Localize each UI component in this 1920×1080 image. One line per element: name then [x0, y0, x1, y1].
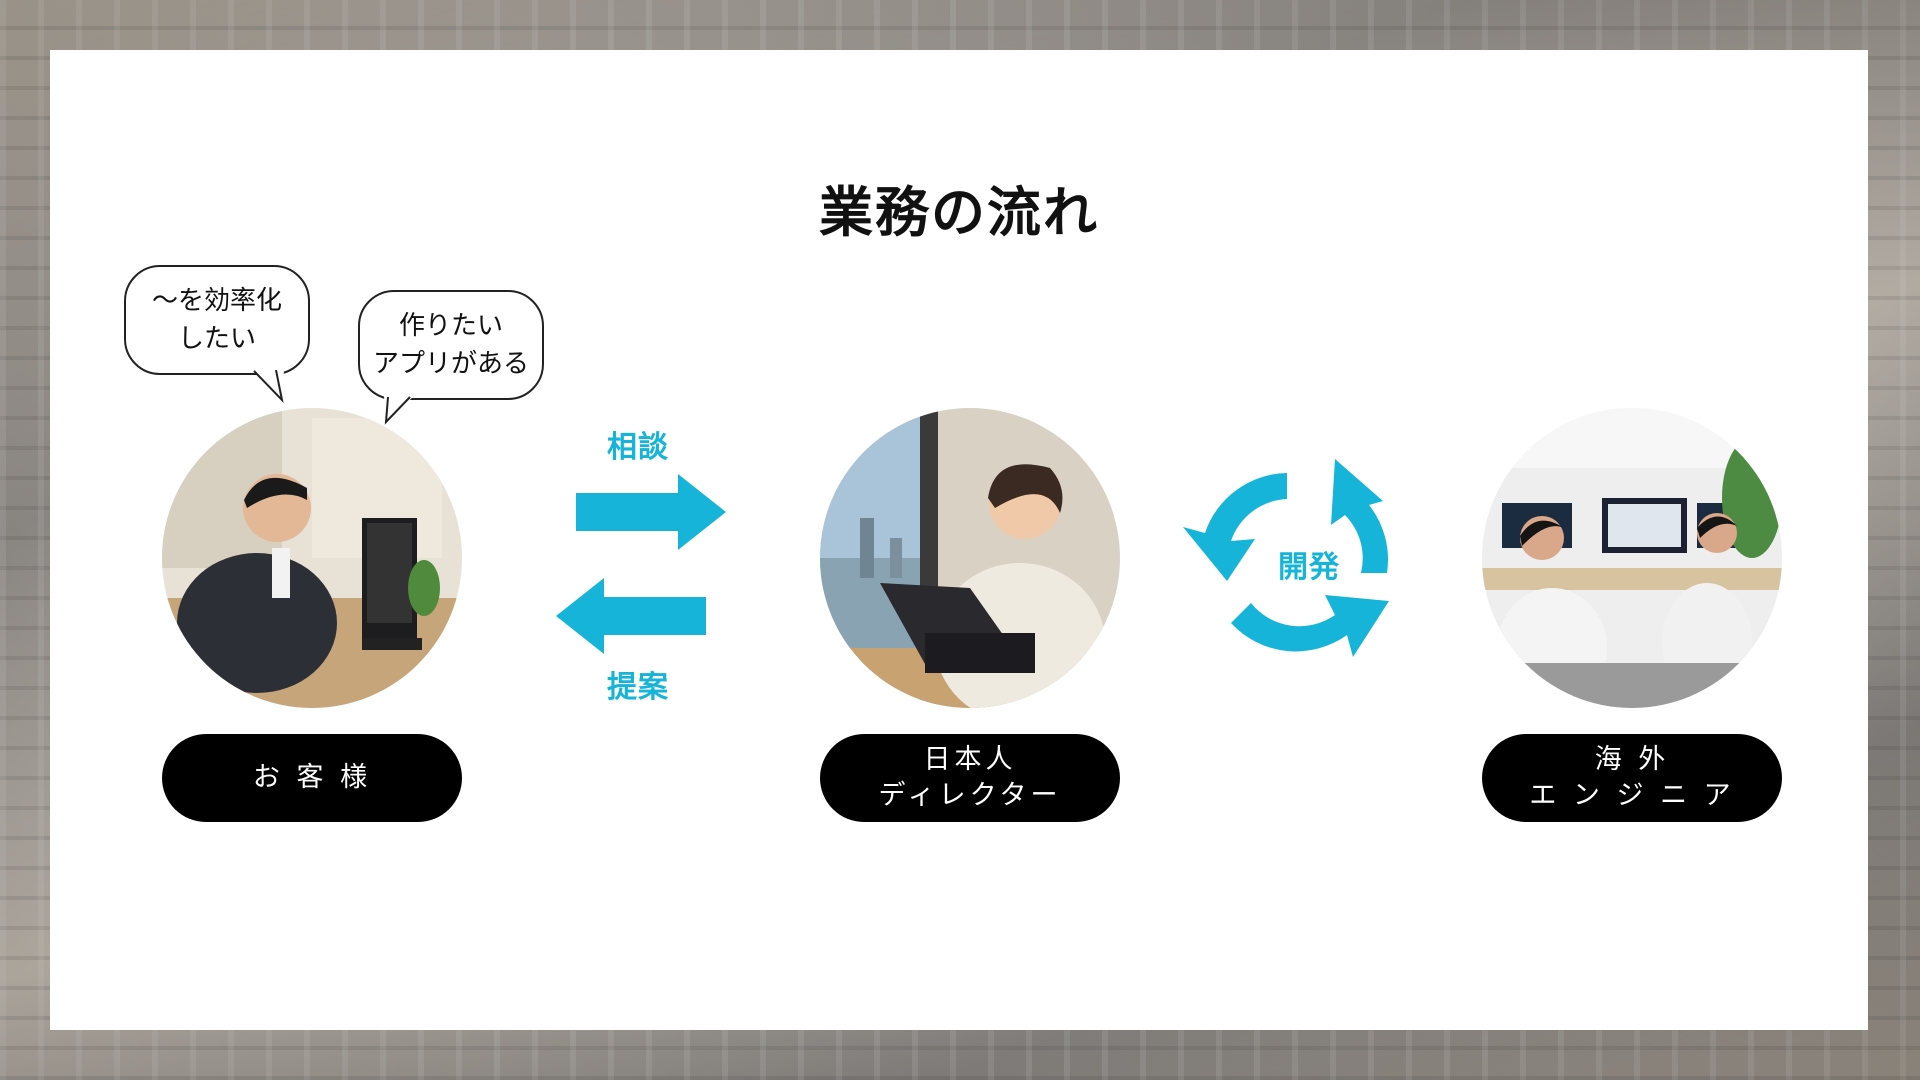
slide-card: 業務の流れ 〜を効率化 したい 作りたい アプリがある	[50, 50, 1868, 1030]
director-pill: 日本人 ディレクター	[820, 734, 1120, 822]
engineer-pill: 海 外 エ ン ジ ニ ア	[1482, 734, 1782, 822]
pill-line: お 客 様	[253, 760, 371, 796]
bubble-line: アプリがある	[360, 345, 542, 383]
pill-line: ディレクター	[878, 778, 1061, 814]
speech-bubble-tail	[380, 396, 420, 426]
bubble-line: 〜を効率化	[126, 282, 308, 320]
left-arrow-icon	[556, 578, 706, 654]
page-title: 業務の流れ	[50, 168, 1868, 247]
speech-bubble-efficiency: 〜を効率化 したい	[124, 265, 310, 375]
engineers-photo	[1482, 408, 1782, 708]
bubble-line: したい	[126, 320, 308, 358]
speech-bubble-app-idea: 作りたい アプリがある	[358, 290, 544, 400]
director-photo	[820, 408, 1120, 708]
customer-photo	[162, 408, 462, 708]
speech-bubble-tail	[250, 370, 290, 404]
develop-label: 開発	[1278, 542, 1340, 586]
pill-line: 日本人	[924, 742, 1017, 778]
bubble-line: 作りたい	[360, 307, 542, 345]
customer-pill: お 客 様	[162, 734, 462, 822]
propose-label: 提案	[607, 662, 669, 706]
pill-line: エ ン ジ ニ ア	[1529, 778, 1734, 814]
right-arrow-icon	[576, 474, 726, 550]
pill-line: 海 外	[1595, 742, 1670, 778]
consult-label: 相談	[607, 422, 669, 466]
